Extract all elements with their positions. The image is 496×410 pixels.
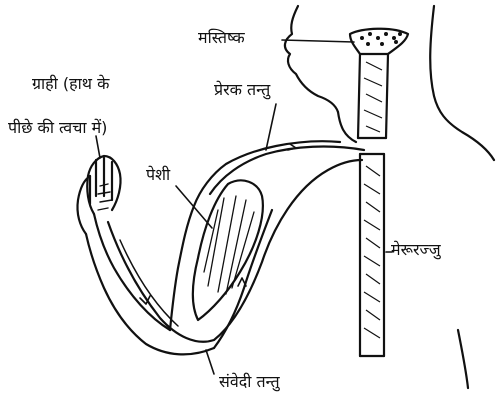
spinal-cord-texture (364, 166, 380, 338)
upper-arm-outline (170, 141, 340, 330)
sensory-leader (206, 350, 214, 374)
brain-stipple (368, 32, 372, 36)
back-outline (430, 6, 494, 160)
arrow-sensory-arm (238, 278, 246, 286)
motor-leader (266, 104, 276, 150)
brain-stem-texture (364, 62, 382, 132)
brain-stipple (376, 36, 380, 40)
brain-stem-right (386, 54, 388, 138)
muscle-label: पेशी (146, 165, 170, 185)
receptor-leader (96, 136, 100, 158)
brain-stipple (392, 36, 396, 40)
brain-stipple (366, 42, 370, 46)
brain-stipple (380, 42, 384, 46)
right-side-outline (458, 330, 468, 388)
hand-outline (77, 156, 120, 234)
head-outline (285, 6, 338, 112)
spinal-cord-label: मेरूरज्जु (391, 240, 441, 260)
muscle-leader (176, 186, 212, 228)
arrow-motor (288, 144, 296, 150)
brain-stipple (394, 40, 398, 44)
motor-nerve (210, 147, 364, 194)
motor-nerve-label: प्रेरक तन्तु (214, 80, 270, 100)
brain-stipple (398, 32, 402, 36)
receptor-label-line2: पीछे की त्वचा में) (8, 118, 107, 138)
brain-leader (282, 40, 354, 42)
forearm-outline (94, 214, 170, 330)
receptor-label-line1: ग्राही (हाथ के (32, 74, 109, 94)
brain-stem-left (358, 54, 360, 138)
muscle-outline (193, 180, 263, 320)
sensory-nerve-label: संवेदी तन्तु (219, 372, 280, 392)
neck-line (338, 112, 356, 142)
brain-stipple (384, 32, 388, 36)
brain-stipple (360, 36, 364, 40)
brain-label: मस्तिष्क (198, 28, 245, 48)
